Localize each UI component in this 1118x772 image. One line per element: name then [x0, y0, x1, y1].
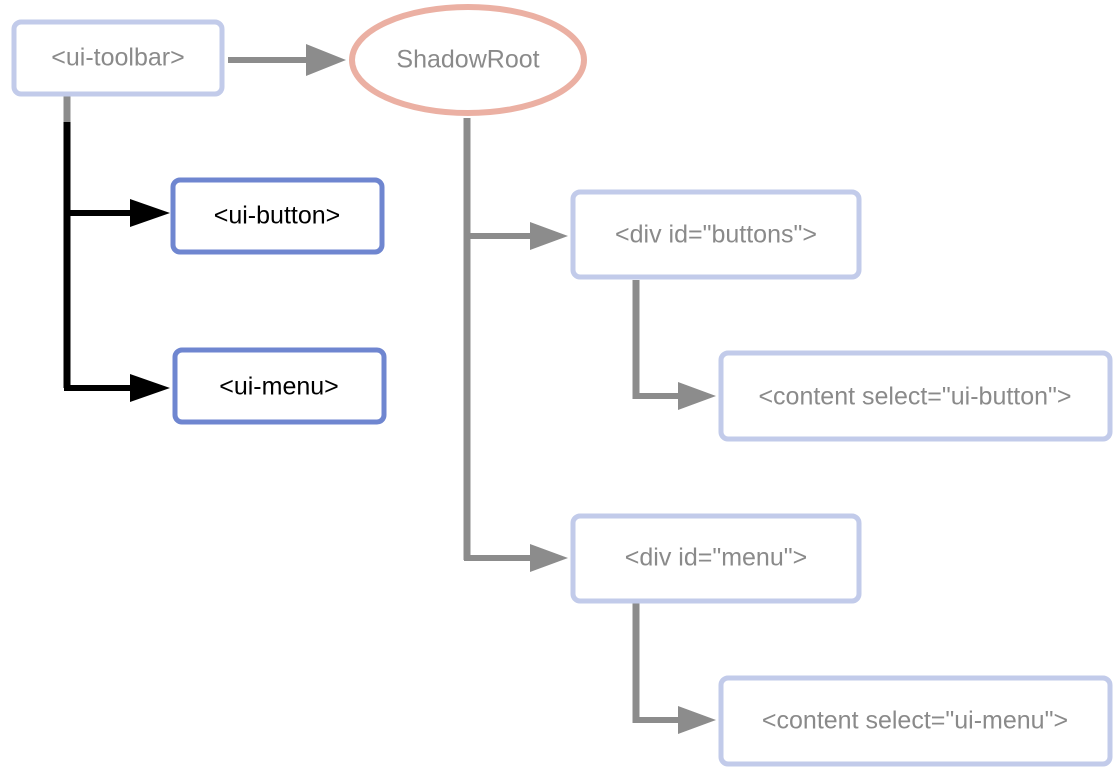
node-content-button-label: <content select="ui-button">	[758, 383, 1071, 411]
node-shadow-root: ShadowRoot	[349, 4, 587, 116]
connector-toolbar-to-ui-menu	[64, 374, 170, 402]
connector-div-menu-to-content-menu	[632, 603, 716, 734]
node-shadow-root-label: ShadowRoot	[396, 46, 539, 74]
node-div-menu-label: <div id="menu">	[625, 544, 807, 572]
node-ui-menu: <ui-menu>	[172, 347, 387, 425]
node-div-buttons-label: <div id="buttons">	[615, 221, 817, 249]
node-ui-toolbar: <ui-toolbar>	[11, 19, 225, 97]
node-ui-button: <ui-button>	[170, 177, 385, 255]
connector-toolbar-to-ui-button	[64, 199, 170, 227]
node-div-buttons: <div id="buttons">	[570, 189, 862, 280]
connector-toolbar-to-shadowroot	[228, 44, 346, 76]
node-ui-button-label: <ui-button>	[214, 202, 341, 230]
node-content-menu: <content select="ui-menu">	[718, 675, 1113, 767]
connector-shadowroot-to-div-buttons	[464, 222, 568, 250]
connector-shadowroot-to-div-menu	[464, 544, 568, 572]
connector-div-buttons-to-content-button	[632, 280, 716, 410]
node-ui-menu-label: <ui-menu>	[219, 373, 339, 401]
node-content-button: <content select="ui-button">	[718, 350, 1113, 442]
node-div-menu: <div id="menu">	[570, 513, 862, 604]
node-content-menu-label: <content select="ui-menu">	[762, 707, 1068, 735]
node-ui-toolbar-label: <ui-toolbar>	[51, 44, 184, 72]
